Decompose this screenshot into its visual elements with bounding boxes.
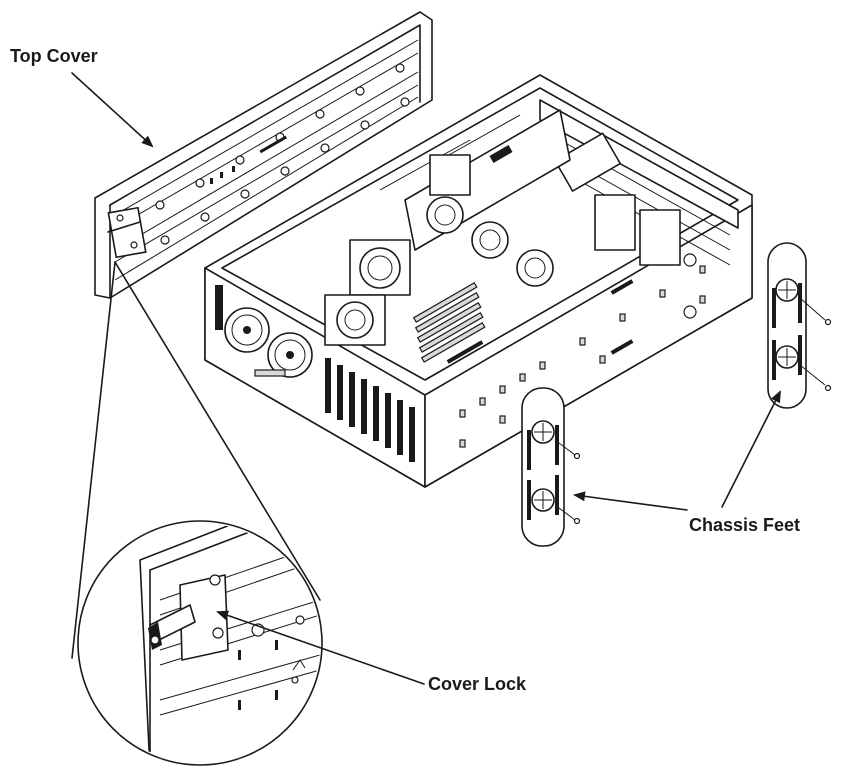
chassis-foot-right — [767, 242, 807, 409]
chassis-foot-left — [521, 387, 565, 547]
chassis-feet-label: Chassis Feet — [689, 515, 801, 535]
chassis-body — [204, 74, 753, 488]
top-cover-label: Top Cover — [10, 46, 98, 66]
cover-lock-magnified-detail — [77, 520, 323, 766]
top-cover-panel — [94, 11, 433, 299]
cover-lock-label: Cover Lock — [428, 674, 527, 694]
chassis-feet-arrow-left — [573, 491, 688, 511]
chassis-foot-screws-right — [799, 297, 832, 392]
chassis-foot-screws-left — [554, 439, 581, 525]
cover-lock-arrow — [216, 610, 425, 685]
top-cover-arrow — [71, 72, 154, 148]
zoom-lines — [71, 261, 321, 659]
chassis-feet-arrow-right — [721, 390, 781, 508]
